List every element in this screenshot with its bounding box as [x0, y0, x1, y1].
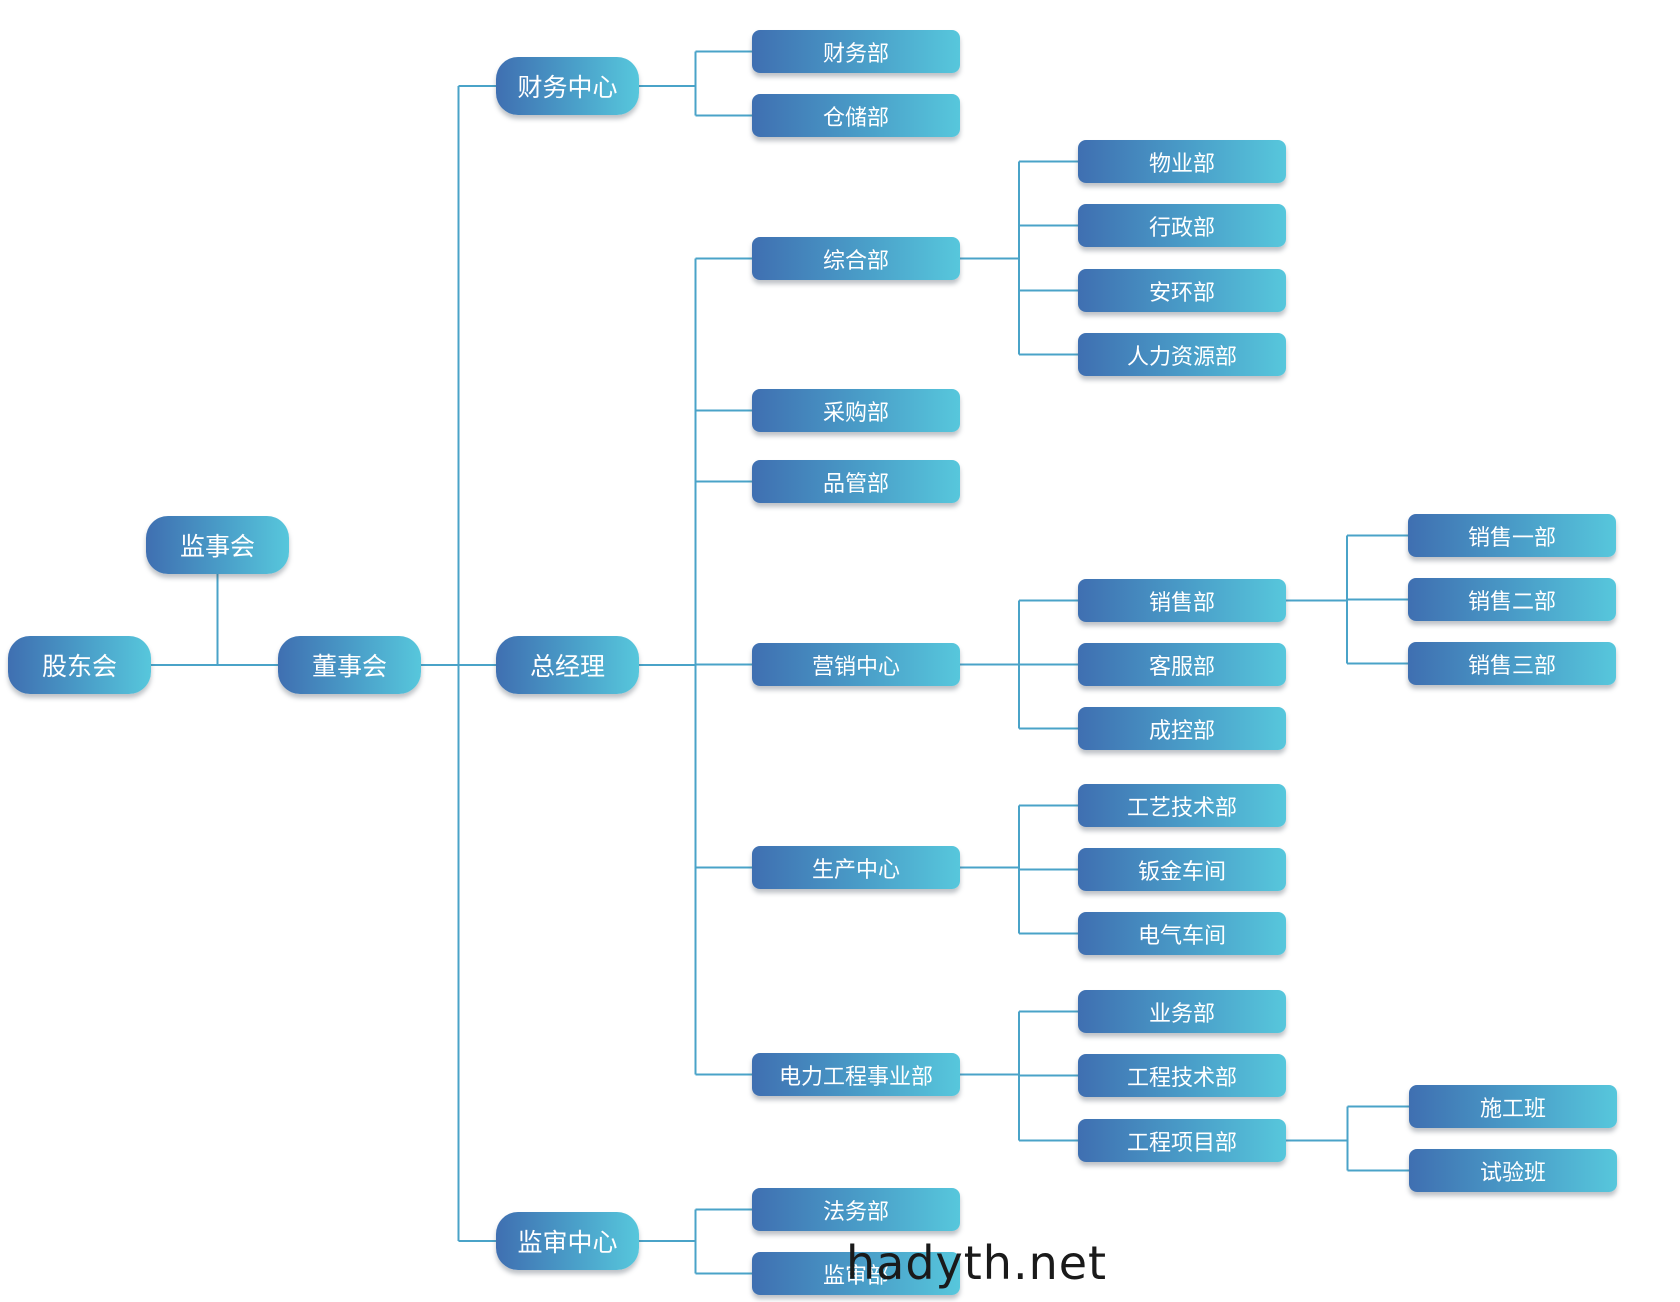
- node-gudonghui: 股东会: [8, 636, 151, 694]
- watermark: hadyth.net: [846, 1236, 1108, 1290]
- node-xiaoshouerbu: 销售二部: [1408, 578, 1616, 621]
- node-gongchengjishubu: 工程技术部: [1078, 1054, 1286, 1097]
- node-dianligongcheng: 电力工程事业部: [752, 1053, 960, 1096]
- node-xiaoshousanbu: 销售三部: [1408, 642, 1616, 685]
- node-caiwubu: 财务部: [752, 30, 960, 73]
- node-shigongban: 施工班: [1409, 1085, 1617, 1128]
- node-zonghebu: 综合部: [752, 237, 960, 280]
- node-shiyanban: 试验班: [1409, 1149, 1617, 1192]
- node-chengkongbu: 成控部: [1078, 707, 1286, 750]
- node-gongyijishubu: 工艺技术部: [1078, 784, 1286, 827]
- node-pinguanbu: 品管部: [752, 460, 960, 503]
- node-xiaoshoubu: 销售部: [1078, 579, 1286, 622]
- node-xingzhengbu: 行政部: [1078, 204, 1286, 247]
- node-fawubu: 法务部: [752, 1188, 960, 1231]
- node-gongchengxiangmubu: 工程项目部: [1078, 1119, 1286, 1162]
- node-banjinchejian: 钣金车间: [1078, 848, 1286, 891]
- node-jianshihui: 监事会: [146, 516, 289, 574]
- node-kefubu: 客服部: [1078, 643, 1286, 686]
- node-yingxiaozhongxin: 营销中心: [752, 643, 960, 686]
- node-caiwuzhongxin: 财务中心: [496, 57, 639, 115]
- node-yewubu: 业务部: [1078, 990, 1286, 1033]
- node-jianshenzhongxin: 监审中心: [496, 1212, 639, 1270]
- node-xiaoshouyibu: 销售一部: [1408, 514, 1616, 557]
- node-dianqichejian: 电气车间: [1078, 912, 1286, 955]
- node-shengchanzhongxin: 生产中心: [752, 846, 960, 889]
- node-dongshihui: 董事会: [278, 636, 421, 694]
- node-anhuanbu: 安环部: [1078, 269, 1286, 312]
- node-zongjingli: 总经理: [496, 636, 639, 694]
- node-renliziyuanbu: 人力资源部: [1078, 333, 1286, 376]
- node-caigoubu: 采购部: [752, 389, 960, 432]
- node-cangchubu: 仓储部: [752, 94, 960, 137]
- node-wuyebu: 物业部: [1078, 140, 1286, 183]
- node-jianshenbu: 监审部: [752, 1252, 960, 1295]
